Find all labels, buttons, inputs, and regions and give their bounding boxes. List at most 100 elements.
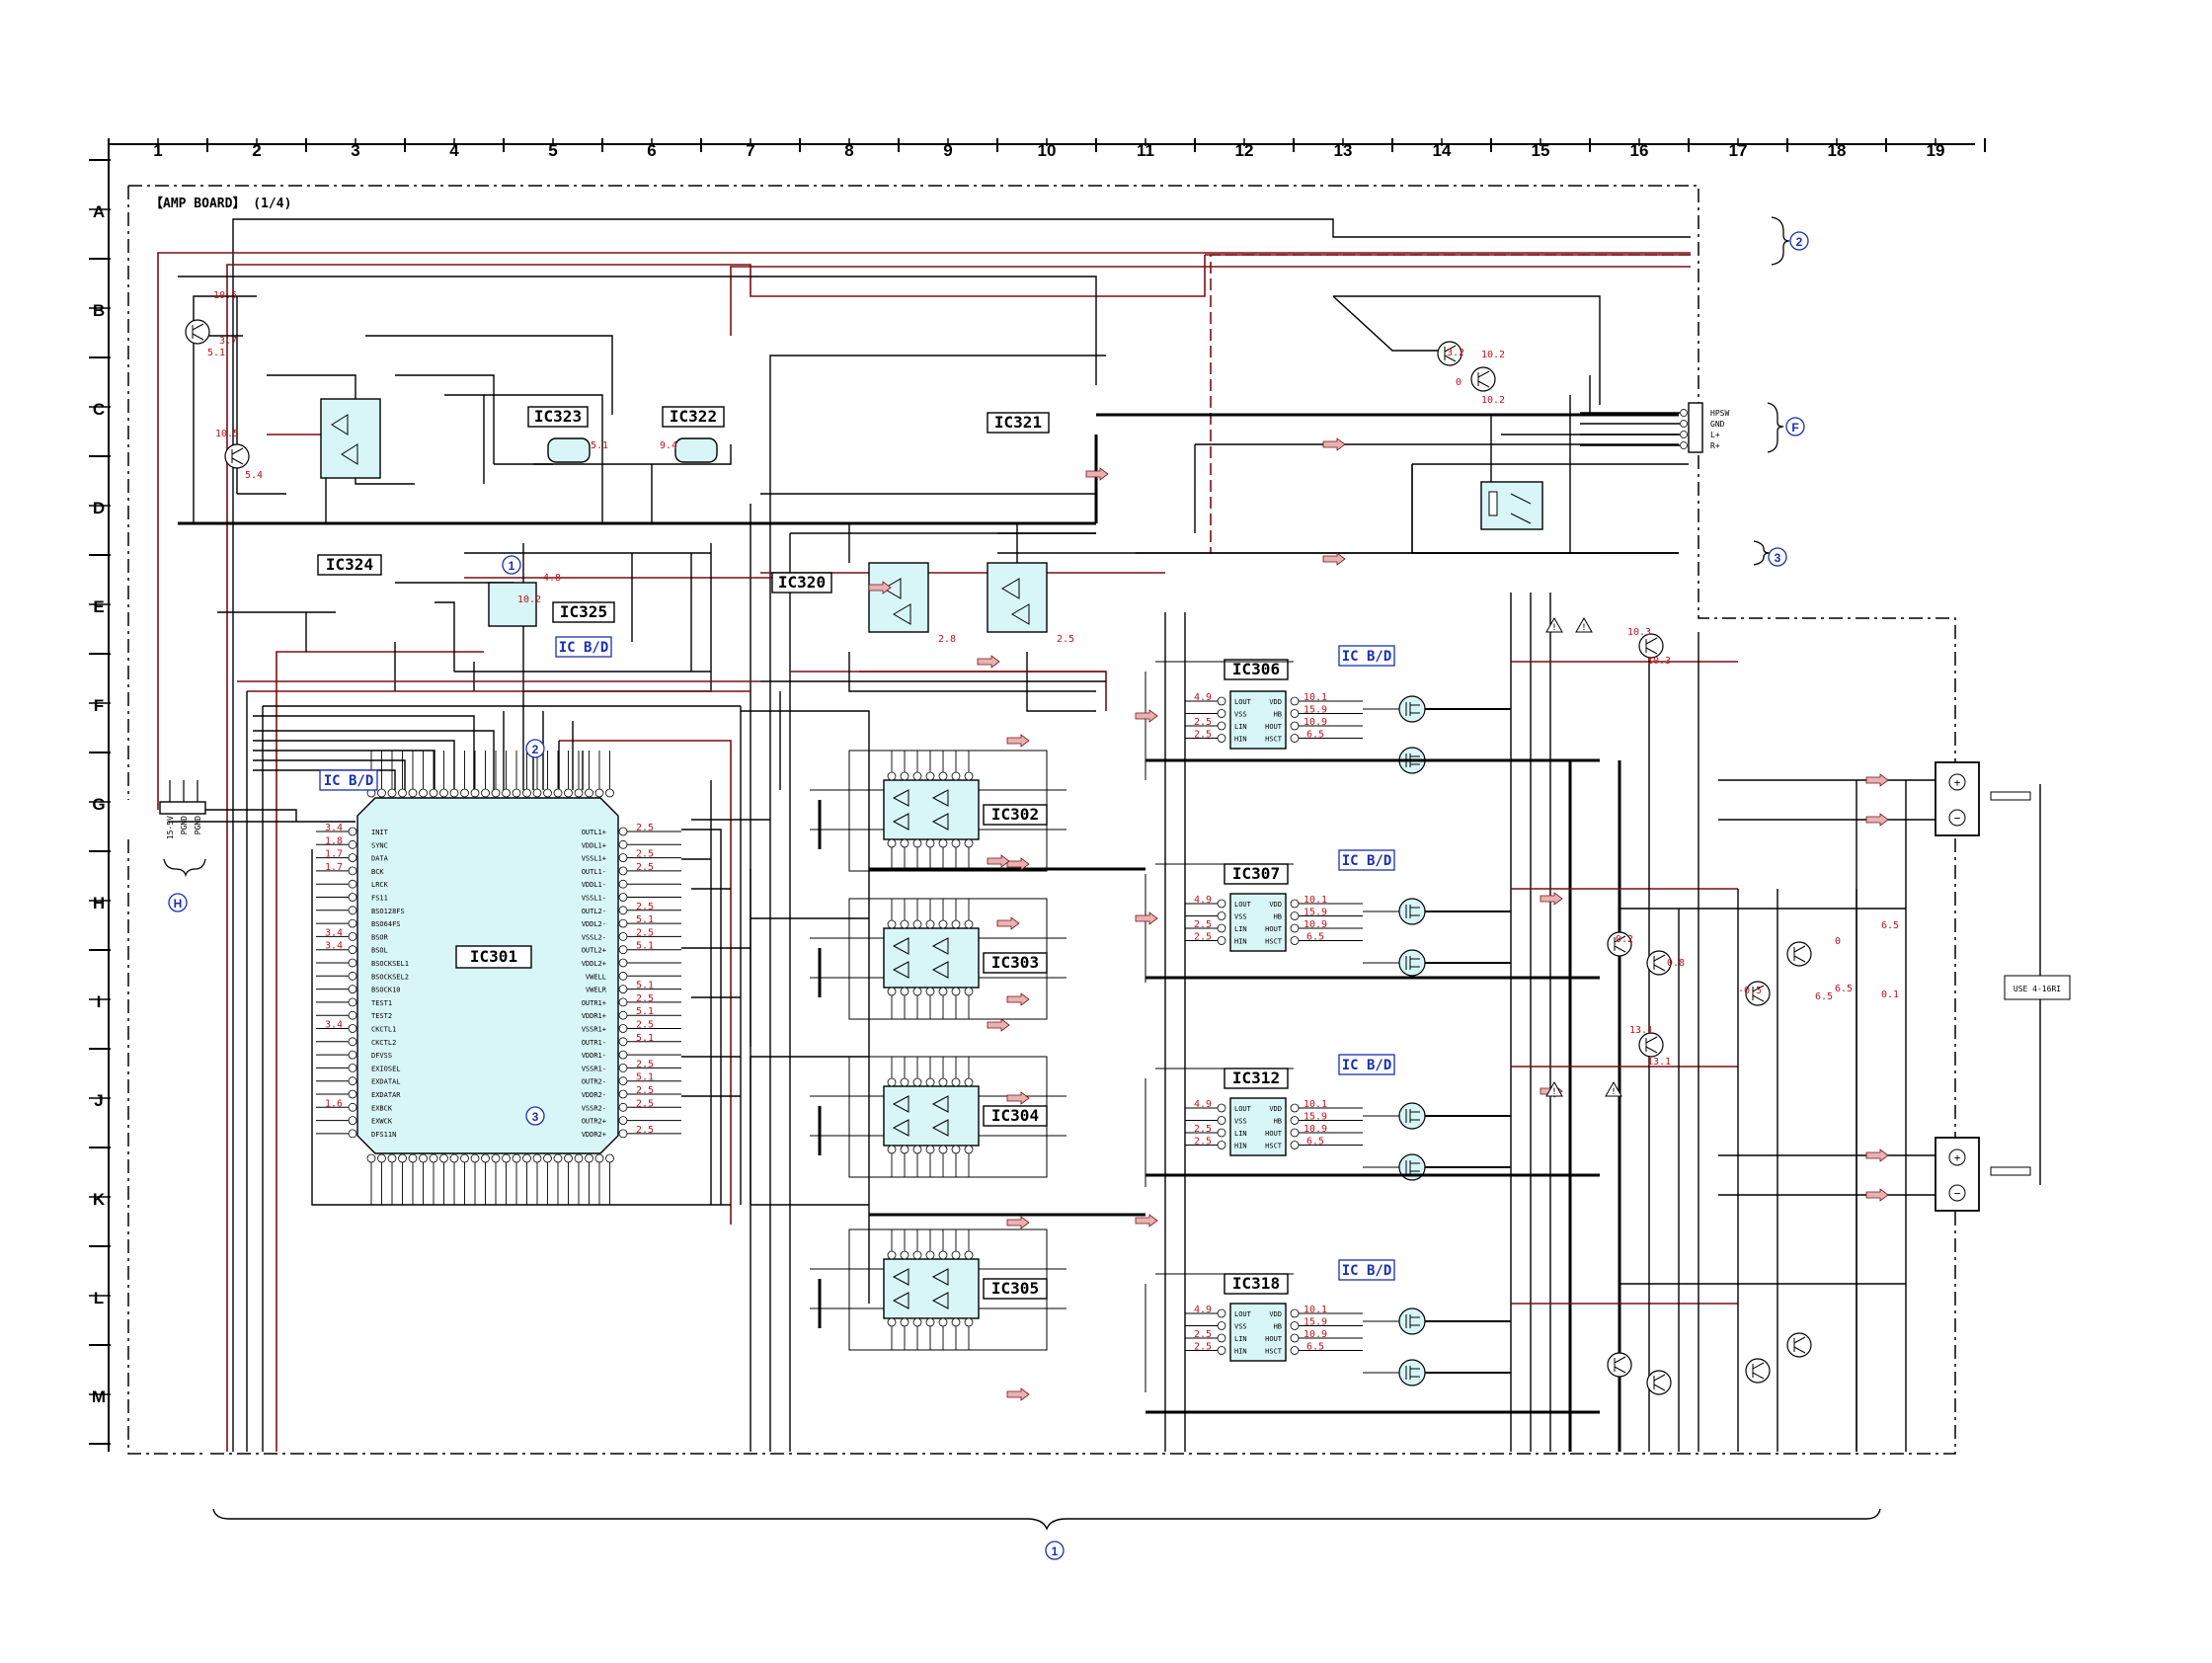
- ic301-pin-right: VSSR1-: [582, 1065, 606, 1072]
- ic301-pin-voltage: 1.7: [325, 849, 343, 860]
- marker-h: H: [168, 893, 188, 912]
- grid-column-label: 5: [548, 141, 557, 160]
- voltage-label: 13.1: [1629, 1025, 1653, 1036]
- grid-column-label: 12: [1235, 141, 1254, 160]
- ic301-pin-right: VDDR1+: [582, 1012, 606, 1020]
- ic301-pin-left: EXDATAL: [371, 1078, 401, 1086]
- voltage-label: 10.2: [517, 594, 541, 605]
- transistors: [185, 319, 1812, 1395]
- input-section-wiring: [193, 295, 1165, 1452]
- grid-frame: [89, 138, 1986, 1452]
- voltage-label: 0: [1456, 377, 1462, 388]
- ic325-block: IC325 IC B/D: [488, 582, 615, 658]
- grid-column-label: 8: [844, 141, 853, 160]
- ic301-pin-voltage: 2.5: [636, 1059, 654, 1069]
- amp-pin-voltage: 4.9: [1194, 1305, 1212, 1315]
- amp-pin-right: VDD: [1269, 1310, 1282, 1318]
- ic306-bd-label: IC B/D: [1342, 649, 1392, 665]
- grid-column-label: 14: [1433, 141, 1452, 160]
- amp-pin-left: VSS: [1234, 1118, 1247, 1126]
- grid-column-label: 3: [351, 141, 359, 160]
- grid-row-label: K: [93, 1190, 106, 1209]
- voltage-label: 10.2: [1481, 395, 1505, 406]
- ic325-label: IC325: [560, 602, 607, 621]
- amp-pin-right: HOUT: [1265, 723, 1283, 731]
- connector-f-pin: L+: [1710, 431, 1720, 439]
- ic301-pin-voltage: 5.1: [636, 1072, 654, 1083]
- ic301-pin-left: LRCK: [371, 881, 389, 889]
- ic305-label: IC305: [991, 1279, 1039, 1298]
- ic301-label: IC301: [470, 947, 517, 966]
- ic301-pin-voltage: 2.5: [636, 1125, 654, 1136]
- ic301-pin-right: VSSR2-: [582, 1104, 606, 1112]
- ic321-block: IC321: [987, 412, 1050, 633]
- amp-pin-right: HOUT: [1265, 1335, 1283, 1343]
- amp-pin-voltage: 4.9: [1194, 1099, 1212, 1110]
- marker-three-ic301: 3: [525, 1106, 545, 1126]
- svg-text:!: !: [1581, 623, 1586, 633]
- ic301-pin-right: VDDL1+: [582, 841, 606, 849]
- grid-column-label: 7: [746, 141, 754, 160]
- voltage-label: -0.5: [1738, 986, 1762, 996]
- ic301-pin-left: EXBCK: [371, 1104, 393, 1112]
- ic301-pin-left: DFS11N: [371, 1131, 396, 1139]
- grid-row-label: C: [93, 400, 105, 419]
- speaker-terminal-2: + −: [1935, 1137, 2031, 1212]
- ic301-pin-right: OUTR1-: [582, 1039, 606, 1047]
- amp-pin-left: LOUT: [1234, 1105, 1252, 1113]
- svg-text:F: F: [1791, 421, 1798, 435]
- ic304-label: IC304: [991, 1106, 1039, 1125]
- amp-pin-voltage: 6.5: [1306, 730, 1324, 741]
- ic301-pin-left: BSOCK10: [371, 987, 401, 994]
- ic303-block: IC303: [810, 898, 1066, 1020]
- ic301-pin-voltage: 5.1: [636, 914, 654, 925]
- ic301-pin-right: VDDL2+: [582, 960, 606, 968]
- voltage-label: 5.1: [591, 440, 608, 451]
- amp-pin-left: VSS: [1234, 913, 1247, 921]
- voltage-label: 0.2: [1616, 934, 1633, 945]
- ic301-label-box: [455, 945, 532, 969]
- ic312-bd-label: IC B/D: [1342, 1058, 1392, 1073]
- voltage-label: 10.5: [213, 290, 237, 301]
- svg-text:1: 1: [509, 559, 515, 573]
- ic301-pin-left: TEST2: [371, 1012, 392, 1020]
- ic301-pin-right: OUTL1-: [582, 868, 606, 876]
- ic301-pin-left: CKCTL1: [371, 1026, 396, 1034]
- voltage-label: 0.8: [1667, 958, 1685, 969]
- voltage-label: 6.5: [1835, 984, 1853, 994]
- amp-pin-left: HIN: [1234, 736, 1247, 744]
- amp-pin-voltage: 6.5: [1306, 1342, 1324, 1353]
- ic304-block: IC304: [810, 1056, 1066, 1178]
- svg-text:!: !: [1551, 1087, 1556, 1097]
- amp-pin-right: HOUT: [1265, 1130, 1283, 1138]
- svg-text:1: 1: [1052, 1544, 1059, 1558]
- svg-text:H: H: [174, 897, 183, 911]
- grid-row-label: F: [94, 696, 104, 715]
- warning-icons: ! ! ! !: [1545, 616, 1622, 1097]
- grid-column-label: 11: [1137, 141, 1154, 160]
- ic302-label: IC302: [991, 805, 1039, 824]
- warning-icon: !: [1575, 616, 1593, 633]
- relay-block: [1411, 463, 1689, 553]
- use-label-box: USE 4-16RI: [2004, 784, 2071, 1185]
- board-title: 【AMP BOARD】 (1/4): [150, 196, 291, 211]
- ic301-pin-left: BSOL: [371, 947, 388, 955]
- amp-pin-voltage: 10.1: [1304, 1099, 1327, 1110]
- grid-column-label: 15: [1532, 141, 1550, 160]
- ic318-bd-label: IC B/D: [1342, 1263, 1392, 1279]
- voltage-label: 5.1: [207, 348, 225, 358]
- ic301-pin-voltage: 2.5: [636, 927, 654, 938]
- svg-text:!: !: [1551, 623, 1556, 633]
- ic301-pin-left: DFVSS: [371, 1052, 392, 1060]
- ic301-body: [356, 797, 619, 1154]
- ic320-label: IC320: [778, 573, 826, 592]
- ic301-pin-voltage: 2.5: [636, 993, 654, 1004]
- grid-column-label: 16: [1630, 141, 1649, 160]
- voltage-label: 2.8: [938, 634, 956, 645]
- ic301-pin-left: CKCTL2: [371, 1039, 396, 1047]
- amp-pin-voltage: 10.9: [1304, 1329, 1327, 1340]
